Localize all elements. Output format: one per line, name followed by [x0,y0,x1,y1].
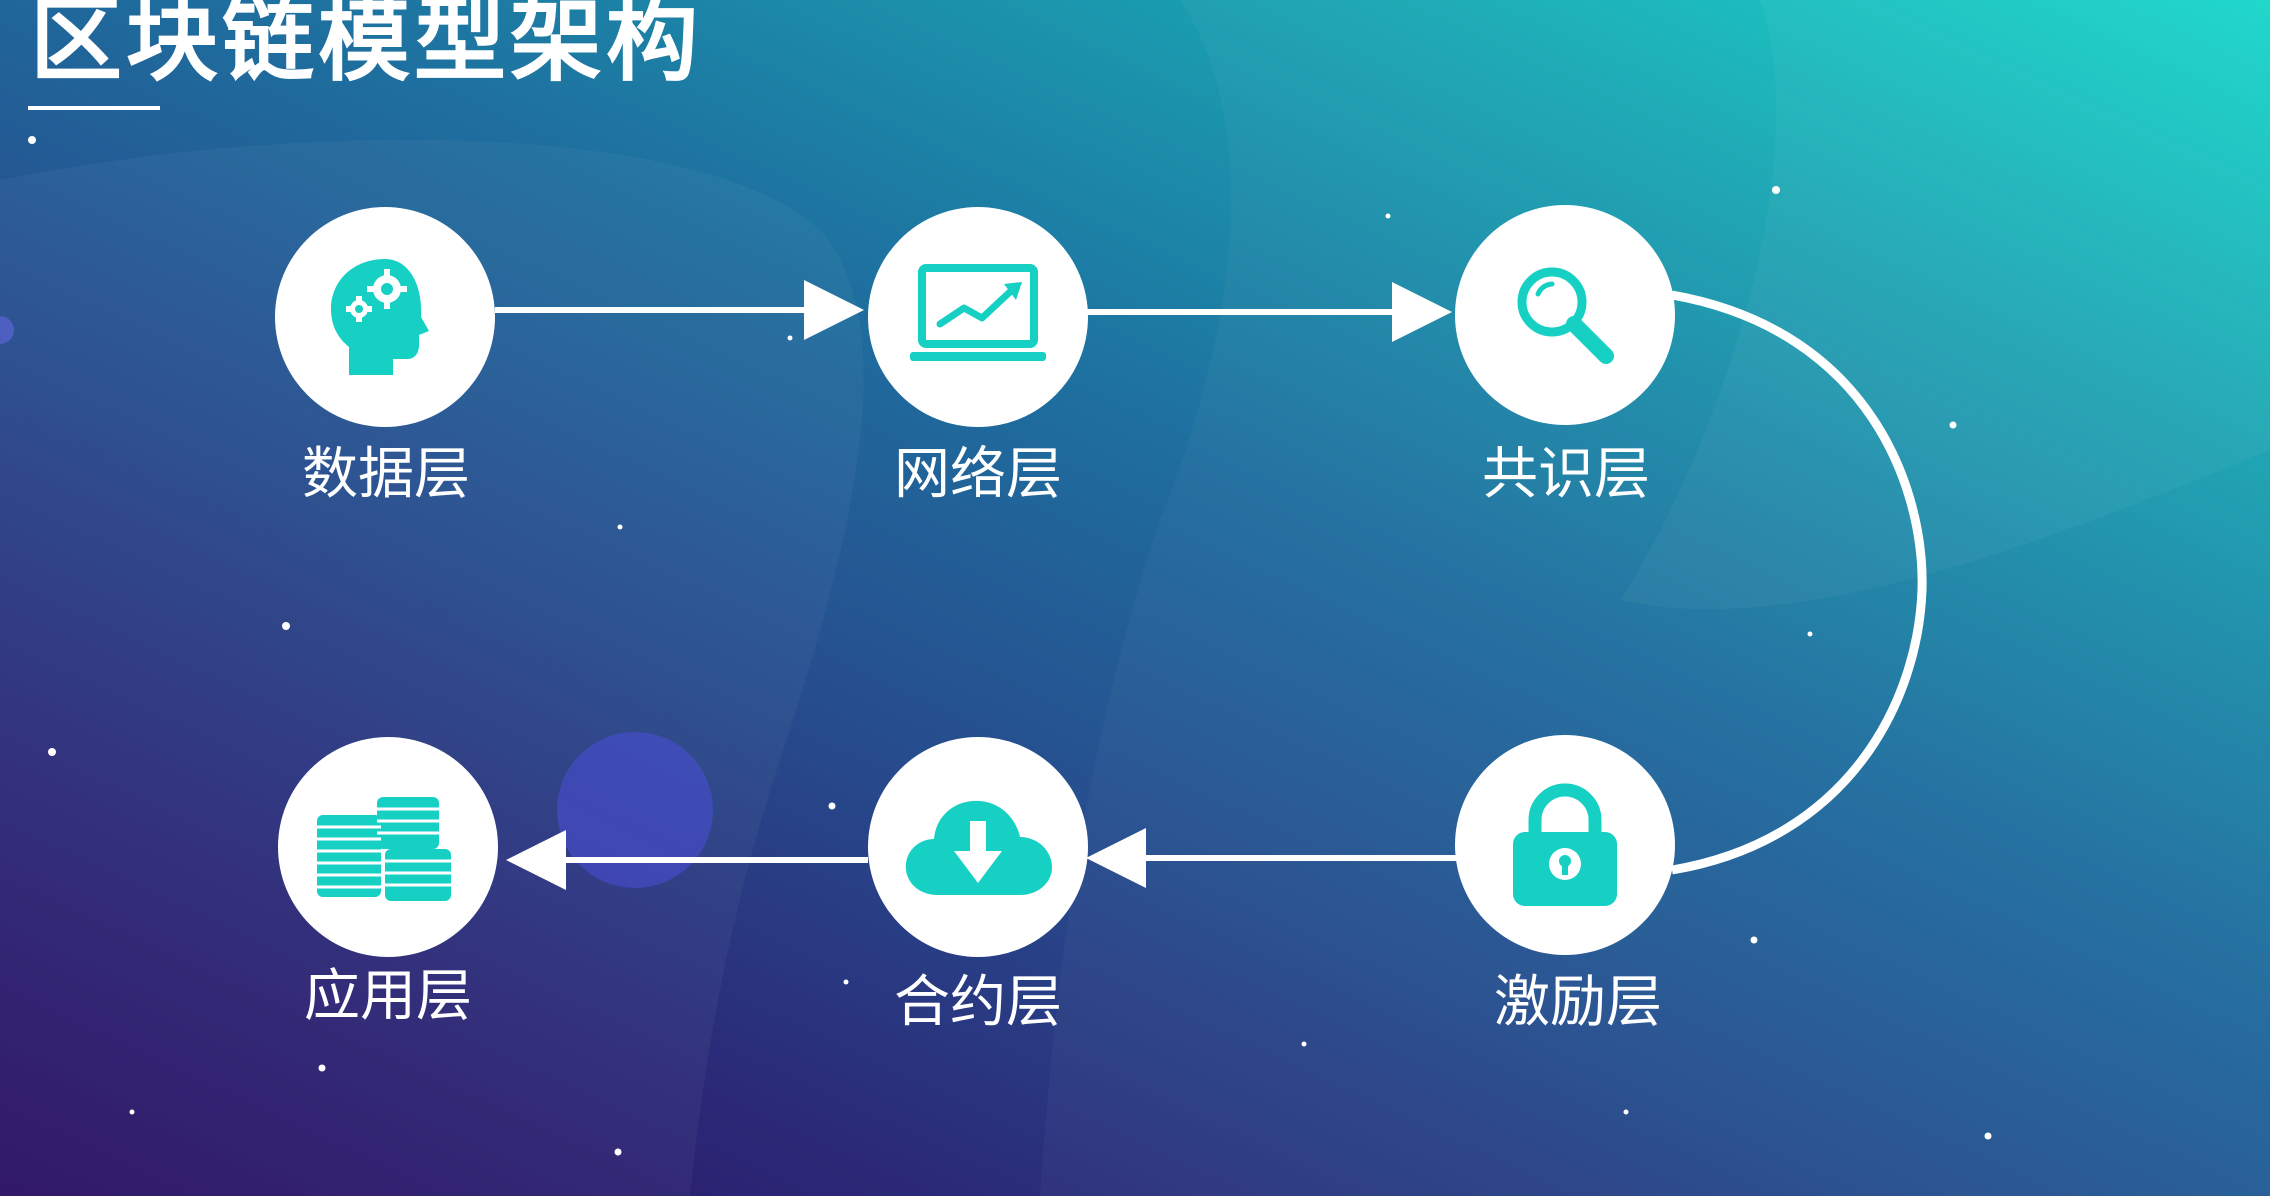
label-network-layer: 网络层 [894,442,1062,507]
node-contract-layer[interactable] [868,737,1088,957]
label-consensus-layer: 共识层 [1482,442,1650,507]
head-gears-icon [331,259,429,375]
label-application-layer: 应用层 [304,964,472,1029]
page-title: 区块链模型架构 [30,0,703,94]
title-underline [28,106,160,110]
label-incentive-layer: 激励层 [1494,970,1662,1035]
label-contract-layer: 合约层 [894,970,1062,1035]
laptop-chart-icon [910,264,1046,361]
node-incentive-layer[interactable] [1455,735,1675,955]
node-network-layer[interactable] [868,207,1088,427]
connector-consensus-incentive [1671,290,1927,875]
coin-stacks-icon [317,797,451,901]
magnifier-icon [1517,267,1614,364]
node-data-layer[interactable] [275,207,495,427]
node-application-layer[interactable] [278,737,498,957]
cloud-download-icon [905,800,1052,895]
label-data-layer: 数据层 [302,442,470,507]
node-consensus-layer[interactable] [1455,205,1675,425]
padlock-icon [1513,783,1617,906]
